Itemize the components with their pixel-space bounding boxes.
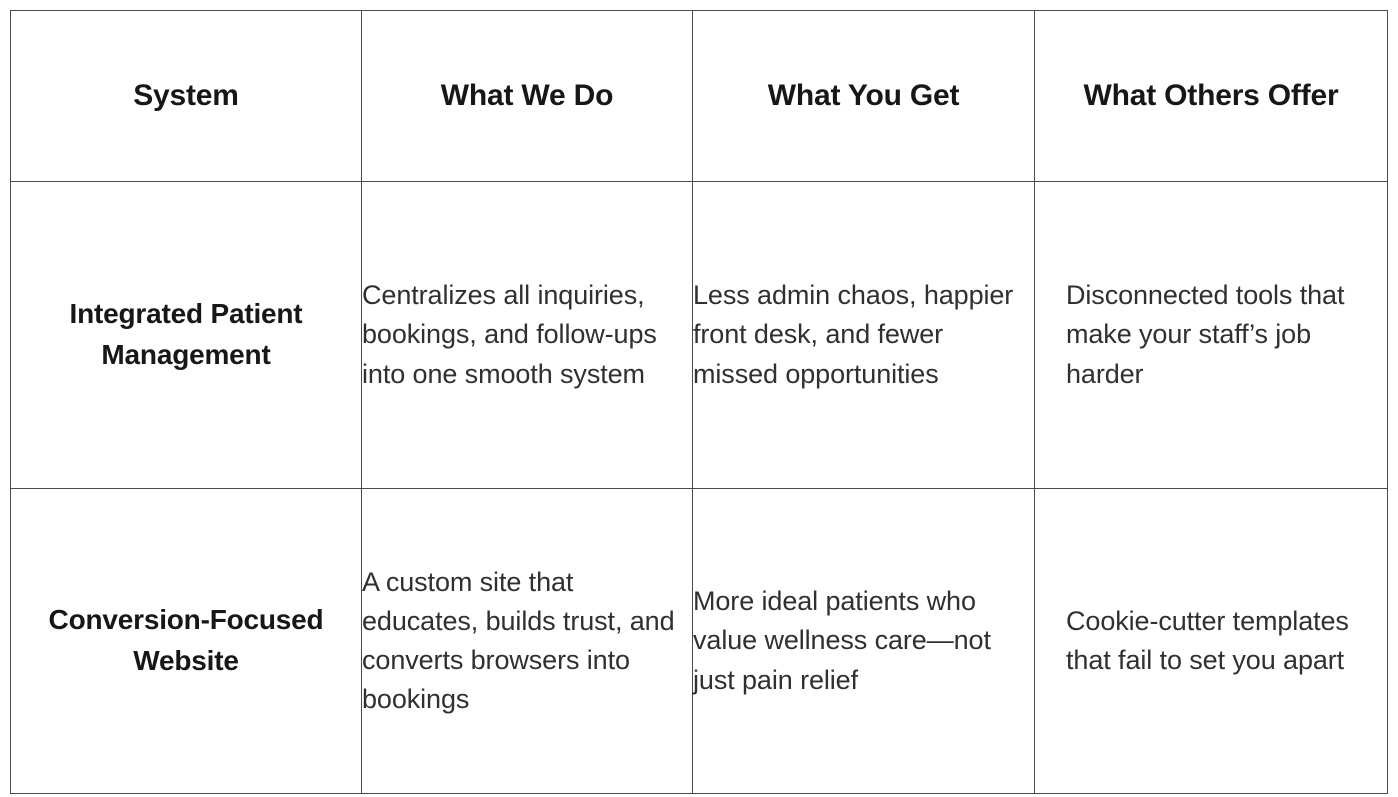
system-name-label: Integrated Patient Management — [69, 298, 303, 370]
what-you-get-text: Less admin chaos, happier front desk, an… — [693, 280, 1014, 389]
column-header-what-we-do-label: What We Do — [440, 78, 614, 112]
cell-what-we-do-row-2: A custom site that educates, builds trus… — [361, 488, 693, 794]
cell-system-conversion-focused-website: Conversion-Focused Website — [10, 488, 362, 794]
cell-what-we-do-row-1: Centralizes all inquiries, bookings, and… — [361, 181, 693, 489]
what-others-offer-text: Disconnected tools that make your staff’… — [1066, 280, 1345, 389]
table-header: System What We Do What You Get What Othe… — [10, 10, 1388, 182]
cell-what-you-get-row-2: More ideal patients who value wellness c… — [692, 488, 1035, 794]
cell-what-you-get-row-1: Less admin chaos, happier front desk, an… — [692, 181, 1035, 489]
column-header-system-label: System — [133, 78, 239, 112]
comparison-table: System What We Do What You Get What Othe… — [10, 10, 1388, 794]
column-header-system: System — [10, 10, 362, 182]
what-we-do-text: Centralizes all inquiries, bookings, and… — [362, 280, 657, 389]
column-header-what-others-offer-label: What Others Offer — [1083, 78, 1339, 112]
what-others-offer-text: Cookie-cutter templates that fail to set… — [1066, 605, 1349, 675]
column-header-what-others-offer: What Others Offer — [1034, 10, 1388, 182]
table-row: Integrated Patient Management Centralize… — [10, 181, 1388, 489]
column-header-what-we-do: What We Do — [361, 10, 693, 182]
cell-what-others-offer-row-2: Cookie-cutter templates that fail to set… — [1034, 488, 1388, 794]
what-we-do-text: A custom site that educates, builds trus… — [362, 566, 675, 715]
table-header-row: System What We Do What You Get What Othe… — [10, 10, 1388, 182]
cell-system-integrated-patient-management: Integrated Patient Management — [10, 181, 362, 489]
table-body: Integrated Patient Management Centralize… — [10, 181, 1388, 794]
system-name-label: Conversion-Focused Website — [48, 604, 324, 676]
column-header-what-you-get: What You Get — [692, 10, 1035, 182]
what-you-get-text: More ideal patients who value wellness c… — [693, 586, 991, 695]
column-header-what-you-get-label: What You Get — [767, 78, 960, 112]
cell-what-others-offer-row-1: Disconnected tools that make your staff’… — [1034, 181, 1388, 489]
table-row: Conversion-Focused Website A custom site… — [10, 488, 1388, 794]
